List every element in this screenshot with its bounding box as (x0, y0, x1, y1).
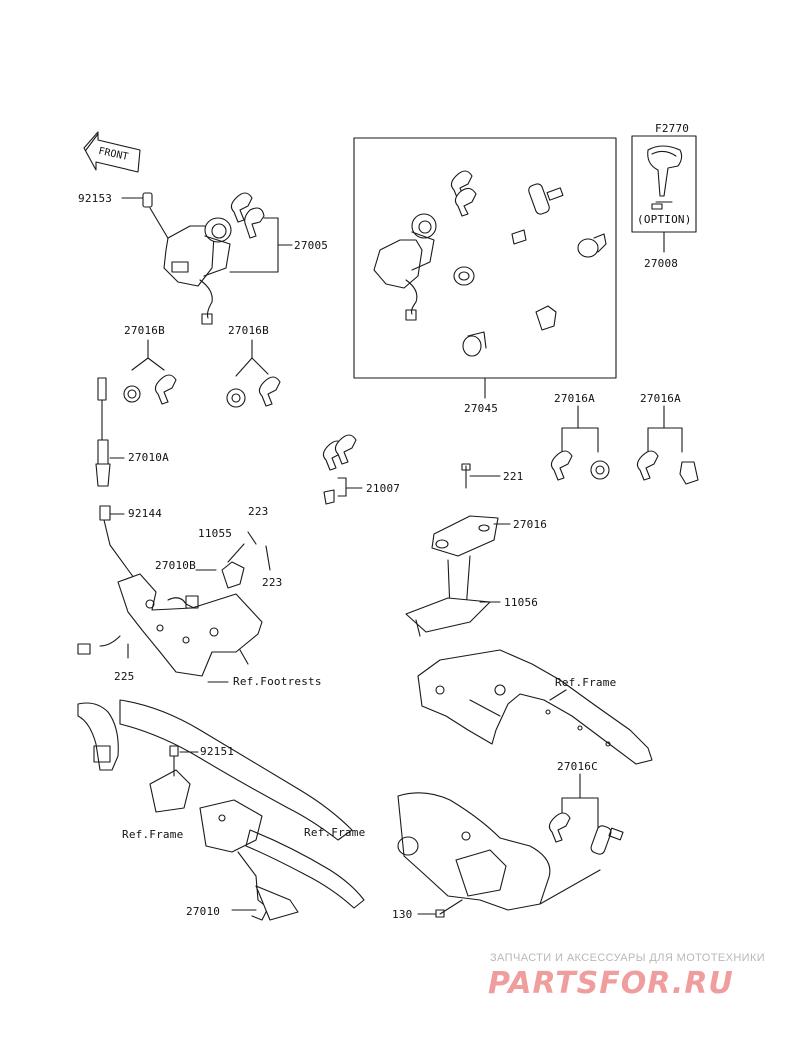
seat-lock-assembly (405, 463, 511, 637)
part-27010: 27010 (186, 905, 221, 918)
part-92153: 92153 (78, 192, 113, 205)
keyset-27016A-right (636, 405, 699, 485)
part-11055: 11055 (198, 527, 233, 540)
part-223-bottom: 223 (262, 576, 283, 589)
frame-left-section (77, 699, 365, 921)
part-27016B-right: 27016B (228, 324, 269, 337)
keyset-27016A-left (550, 405, 610, 481)
bracket-footrests (77, 531, 271, 683)
watermark-caption: ЗАПЧАСТИ И АКСЕССУАРЫ ДЛЯ МОТОТЕХНИКИ (490, 952, 766, 964)
key-icon (647, 145, 683, 210)
option-label: (OPTION) (637, 213, 692, 226)
part-225: 225 (114, 670, 135, 683)
part-27016C: 27016C (557, 760, 598, 773)
part-92151: 92151 (200, 745, 235, 758)
part-27016A-left: 27016A (554, 392, 595, 405)
part-27005: 27005 (294, 239, 329, 252)
ref-frame-left: Ref.Frame (122, 828, 184, 841)
part-92144: 92144 (128, 507, 163, 520)
front-arrow-icon: FRONT (83, 131, 141, 173)
part-27010A: 27010A (128, 451, 169, 464)
part-27016B-left: 27016B (124, 324, 165, 337)
part-21007: 21007 (366, 482, 401, 495)
ref-frame-bottom: Ref.Frame (304, 826, 366, 839)
keyset-27016B-right (226, 339, 281, 408)
part-11056: 11056 (504, 596, 539, 609)
kit-27045-parts (373, 170, 607, 357)
keyset-27016B-left (123, 339, 177, 405)
part-27016A-right: 27016A (640, 392, 681, 405)
part-27010B: 27010B (155, 559, 196, 572)
part-27008: 27008 (644, 257, 679, 270)
part-223-top: 223 (248, 505, 269, 518)
catalog-code: F2770 (655, 122, 690, 135)
keyset-27016C (539, 773, 624, 905)
keyset-21007 (322, 434, 363, 505)
part-27045: 27045 (464, 402, 499, 415)
part-221: 221 (503, 470, 524, 483)
watermark-logo: PARTSFOR.RU (488, 966, 734, 1001)
part-27016: 27016 (513, 518, 548, 531)
switch-27010A (95, 377, 151, 601)
part-130: 130 (392, 908, 413, 921)
ref-footrests: Ref.Footrests (233, 675, 322, 688)
ignition-switch-assembly (121, 192, 265, 325)
frame-right-section (417, 649, 653, 765)
ref-frame-right: Ref.Frame (555, 676, 617, 689)
frame-bottom-section (397, 792, 551, 918)
